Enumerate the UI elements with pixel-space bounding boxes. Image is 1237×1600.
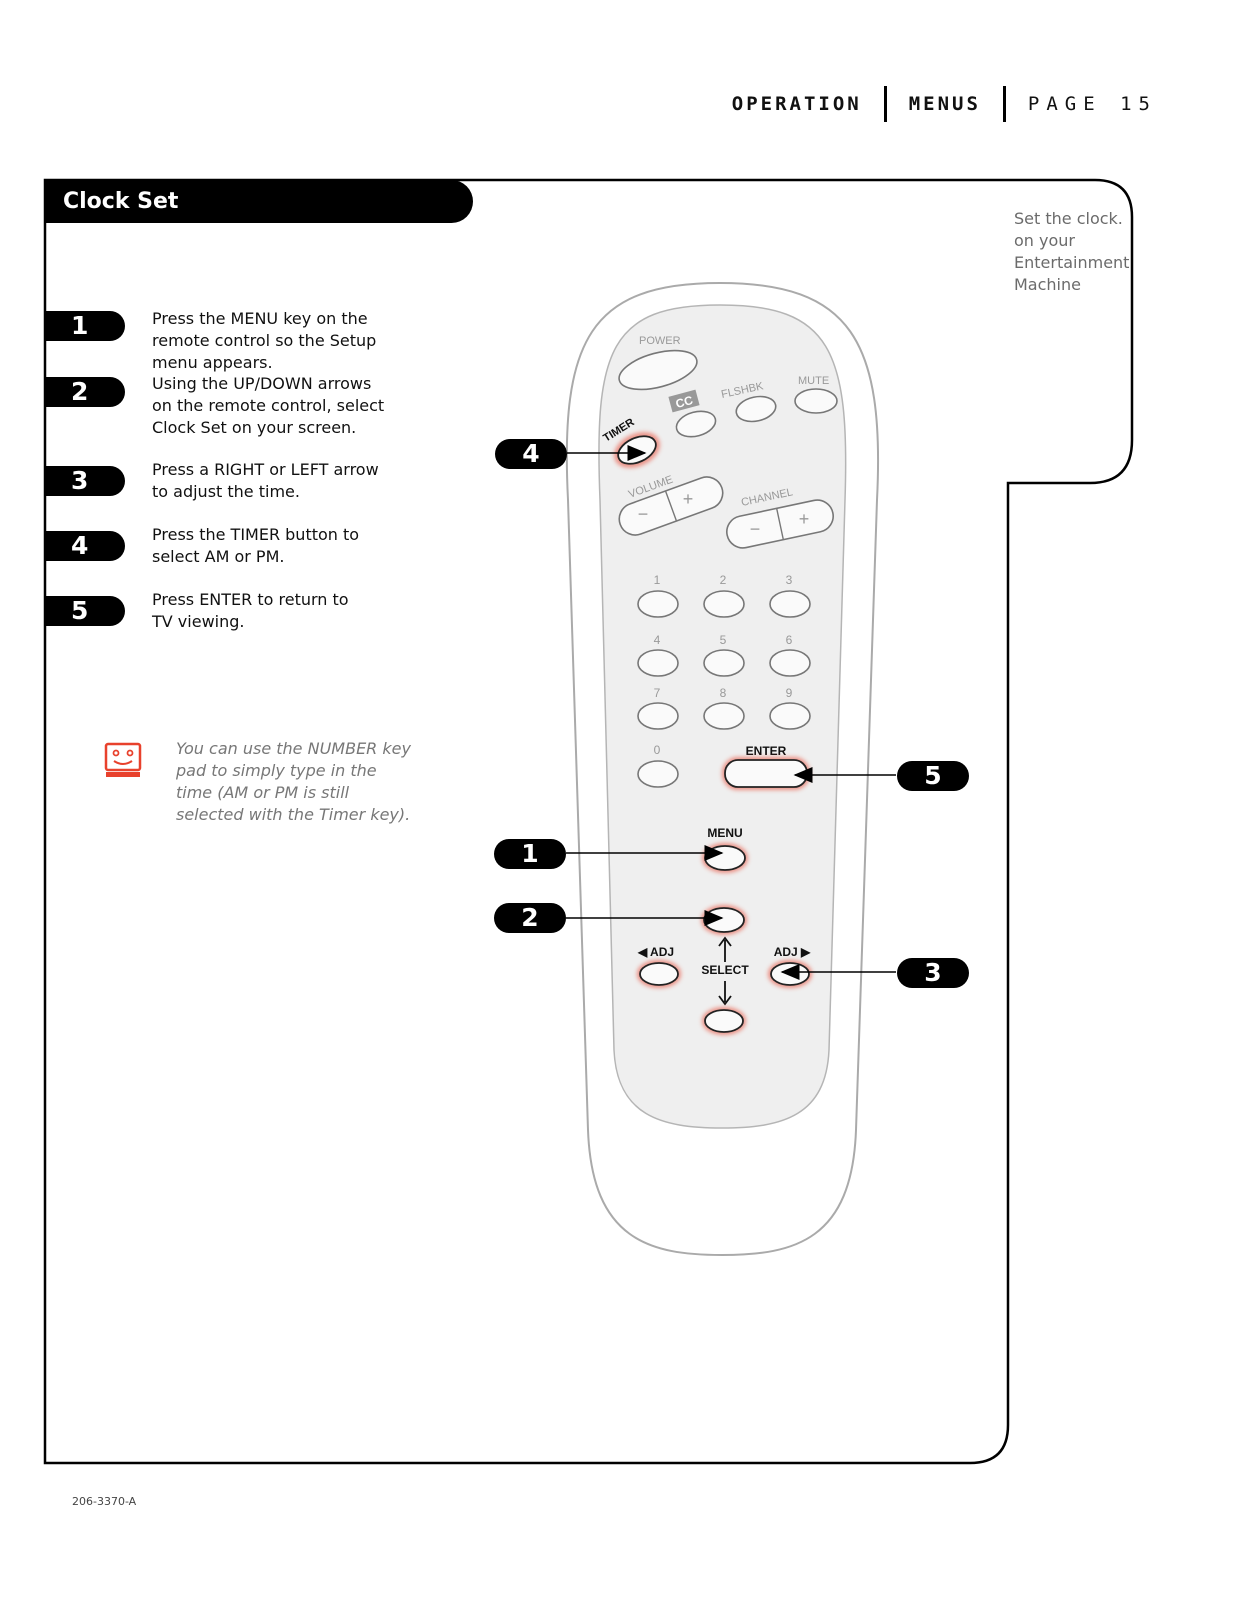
digit-6-button	[769, 649, 811, 677]
digit-0-button	[637, 760, 679, 788]
step-4-text: Press the TIMER button to select AM or P…	[152, 525, 360, 566]
menu-button	[704, 845, 746, 871]
header-section: OPERATION	[731, 93, 862, 115]
menu-label: MENU	[707, 826, 742, 840]
step-4-badge: 4	[45, 531, 125, 561]
section-title: Clock Set	[45, 180, 473, 223]
volume-plus: +	[683, 489, 694, 509]
tip-text: You can use the NUMBER key pad to simply…	[176, 739, 411, 824]
digit-6-label: 6	[786, 633, 793, 647]
adj-right-button	[770, 962, 810, 986]
digit-1-label: 1	[654, 573, 661, 587]
step-5-text: Press ENTER to return to TV viewing.	[152, 590, 349, 631]
channel-plus: +	[799, 509, 810, 529]
page-number: PAGE 15	[1027, 93, 1157, 115]
step-5-badge: 5	[45, 596, 125, 626]
page-header: OPERATION MENUS PAGE 15	[732, 86, 1157, 122]
up-button	[703, 907, 745, 933]
digit-8-label: 8	[720, 686, 727, 700]
step-3-text: Press a RIGHT or LEFT arrow to adjust th…	[152, 460, 379, 501]
step-2-text: Using the UP/DOWN arrows on the remote c…	[152, 374, 385, 437]
digit-1-button	[637, 590, 679, 618]
callout-1: 1	[494, 839, 566, 869]
step-3-badge: 3	[45, 466, 125, 496]
step-1-badge: 1	[45, 311, 125, 341]
digit-3-label: 3	[786, 573, 793, 587]
power-button	[618, 349, 698, 391]
document-code: 206-3370-A	[72, 1495, 137, 1508]
callout-3: 3	[897, 958, 969, 988]
step-1-text: Press the MENU key on the remote control…	[152, 309, 377, 372]
svg-text:CC: CC	[674, 393, 695, 411]
flshbk-button	[735, 395, 777, 423]
callout-4: 4	[495, 439, 567, 469]
tip-smiley-icon	[104, 742, 142, 777]
digit-9-button	[769, 702, 811, 730]
header-divider	[1002, 86, 1006, 122]
digit-4-label: 4	[654, 633, 661, 647]
cc-badge: CC	[668, 389, 700, 413]
mute-button	[794, 388, 838, 414]
digit-3-button	[769, 590, 811, 618]
volume-minus: −	[638, 504, 649, 524]
down-button	[704, 1009, 744, 1033]
power-label: POWER	[639, 335, 681, 347]
enter-button	[724, 759, 808, 788]
digit-2-label: 2	[720, 573, 727, 587]
select-label: SELECT	[701, 963, 749, 977]
digit-4-button	[637, 649, 679, 677]
header-subsection: MENUS	[908, 93, 981, 115]
digit-8-button	[703, 702, 745, 730]
callout-2: 2	[494, 903, 566, 933]
adj-left-label: ◀ ADJ	[637, 945, 674, 959]
digit-7-label: 7	[654, 686, 661, 700]
digit-0-label: 0	[654, 743, 661, 757]
callout-5: 5	[897, 761, 969, 791]
digit-5-label: 5	[720, 633, 727, 647]
digit-9-label: 9	[786, 686, 793, 700]
enter-label: ENTER	[746, 744, 787, 758]
channel-minus: −	[750, 519, 761, 539]
header-divider	[883, 86, 887, 122]
cc-button	[675, 410, 717, 438]
mute-label: MUTE	[798, 375, 829, 387]
digit-7-button	[637, 702, 679, 730]
number-pad: 1 2 3 4 5 6 7 8 9 0	[654, 573, 793, 757]
step-2-badge: 2	[45, 377, 125, 407]
adj-right-label: ADJ ▶	[774, 945, 811, 959]
adj-left-button	[639, 962, 679, 986]
digit-5-button	[703, 649, 745, 677]
side-note: Set the clock. on your Entertainment Mac…	[1014, 209, 1130, 294]
digit-2-button	[703, 590, 745, 618]
